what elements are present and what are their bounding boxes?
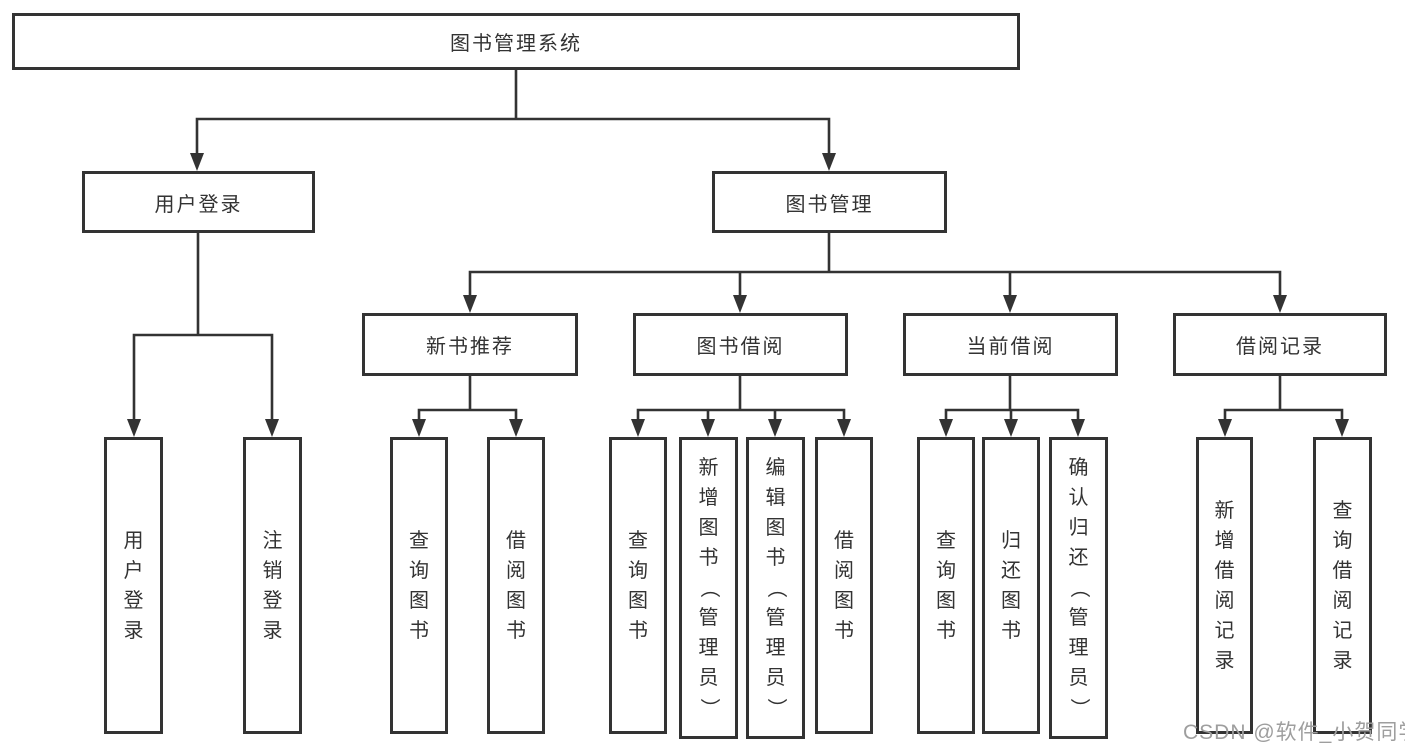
node-borrow-records: 借阅记录 (1173, 313, 1387, 376)
node-library-management-system: 图书管理系统 (12, 13, 1020, 70)
node-book-management: 图书管理 (712, 171, 947, 233)
node-leaf-query-books-2: 查询图书 (609, 437, 667, 734)
node-leaf-confirm-return-admin: 确认归还（管理员） (1049, 437, 1108, 739)
node-leaf-query-books-3: 查询图书 (917, 437, 975, 734)
node-new-book-recommend: 新书推荐 (362, 313, 578, 376)
csdn-watermark: CSDN @软件_小贺同学 (1183, 721, 1405, 744)
node-leaf-user-login: 用户登录 (104, 437, 163, 734)
node-leaf-logout: 注销登录 (243, 437, 302, 734)
node-leaf-borrow-books-2: 借阅图书 (815, 437, 873, 734)
node-leaf-query-borrow-record: 查询借阅记录 (1313, 437, 1372, 734)
node-leaf-return-book: 归还图书 (982, 437, 1040, 734)
node-leaf-query-books-1: 查询图书 (390, 437, 448, 734)
node-current-borrow: 当前借阅 (903, 313, 1118, 376)
node-user-login: 用户登录 (82, 171, 315, 233)
node-leaf-add-book-admin: 新增图书（管理员） (679, 437, 738, 739)
node-leaf-borrow-books-1: 借阅图书 (487, 437, 545, 734)
node-leaf-add-borrow-record: 新增借阅记录 (1196, 437, 1253, 734)
node-book-borrow: 图书借阅 (633, 313, 848, 376)
node-leaf-edit-book-admin: 编辑图书（管理员） (746, 437, 805, 739)
